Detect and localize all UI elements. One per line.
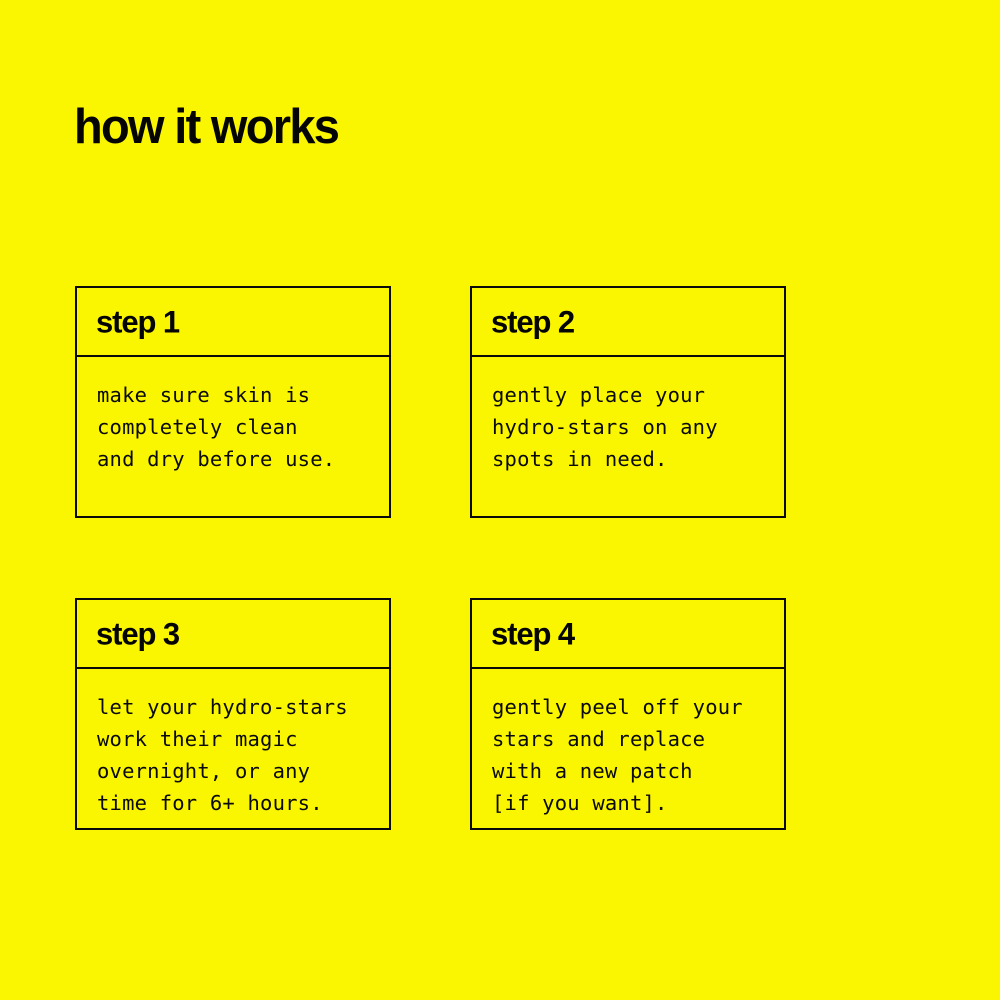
- step-card-3-text: let your hydro-stars work their magic ov…: [97, 695, 348, 815]
- step-card-4: step 4 gently peel off your stars and re…: [470, 598, 786, 830]
- step-card-2-text: gently place your hydro-stars on any spo…: [492, 383, 718, 471]
- step-card-4-header: step 4: [472, 600, 784, 669]
- step-card-3-body: let your hydro-stars work their magic ov…: [77, 669, 389, 828]
- step-card-2-title: step 2: [491, 303, 575, 340]
- step-card-1-header: step 1: [77, 288, 389, 357]
- step-card-2-header: step 2: [472, 288, 784, 357]
- step-card-3: step 3 let your hydro-stars work their m…: [75, 598, 391, 830]
- step-card-3-header: step 3: [77, 600, 389, 669]
- page-title: how it works: [74, 98, 340, 154]
- step-card-2-body: gently place your hydro-stars on any spo…: [472, 357, 784, 516]
- step-card-1-title: step 1: [96, 303, 180, 340]
- step-card-2: step 2 gently place your hydro-stars on …: [470, 286, 786, 518]
- steps-grid: step 1 make sure skin is completely clea…: [75, 286, 787, 830]
- step-card-4-title: step 4: [491, 615, 575, 652]
- step-card-4-body: gently peel off your stars and replace w…: [472, 669, 784, 828]
- step-card-1-text: make sure skin is completely clean and d…: [97, 383, 336, 471]
- step-card-1-body: make sure skin is completely clean and d…: [77, 357, 389, 516]
- step-card-4-text: gently peel off your stars and replace w…: [492, 695, 743, 815]
- step-card-3-title: step 3: [96, 615, 180, 652]
- step-card-1: step 1 make sure skin is completely clea…: [75, 286, 391, 518]
